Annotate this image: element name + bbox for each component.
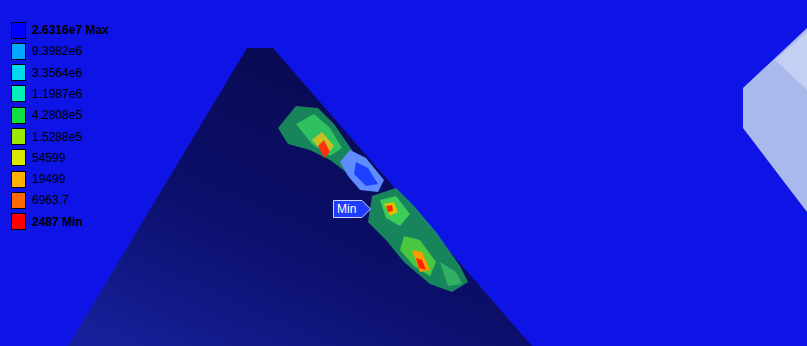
legend-swatch bbox=[11, 64, 26, 81]
legend-value: 2.6316e7 Max bbox=[32, 23, 109, 37]
legend-swatch bbox=[11, 107, 26, 124]
legend-value: 6963.7 bbox=[32, 193, 69, 207]
legend-row: 1.5288e5 bbox=[11, 127, 82, 147]
legend-value: 4.2808e5 bbox=[32, 108, 82, 122]
legend-swatch bbox=[11, 171, 26, 188]
legend-row: 2.6316e7 Max bbox=[11, 20, 109, 40]
legend-swatch bbox=[11, 43, 26, 60]
legend-row: 6963.7 bbox=[11, 190, 69, 210]
legend-swatch bbox=[11, 128, 26, 145]
legend-value: 9.3982e6 bbox=[32, 44, 82, 58]
legend-swatch bbox=[11, 192, 26, 209]
legend-value: 1.5288e5 bbox=[32, 130, 82, 144]
side-face bbox=[743, 28, 807, 212]
legend-row: 19499 bbox=[11, 169, 65, 189]
legend-swatch bbox=[11, 22, 26, 39]
legend-value: 3.3564e6 bbox=[32, 66, 82, 80]
legend-swatch bbox=[11, 213, 26, 230]
side-face-highlight bbox=[775, 32, 807, 90]
legend-swatch bbox=[11, 85, 26, 102]
legend-swatch bbox=[11, 149, 26, 166]
legend-row: 9.3982e6 bbox=[11, 41, 82, 61]
legend-value: 1.1987e6 bbox=[32, 87, 82, 101]
legend-value: 2487 Min bbox=[32, 215, 83, 229]
legend-row: 2487 Min bbox=[11, 212, 83, 232]
probe-flag: Min bbox=[333, 200, 371, 218]
flag-outline bbox=[334, 201, 371, 218]
legend-row: 3.3564e6 bbox=[11, 63, 82, 83]
legend-row: 4.2808e5 bbox=[11, 105, 82, 125]
legend-value: 54599 bbox=[32, 151, 65, 165]
contour-patches bbox=[278, 106, 468, 292]
probe-label: Min bbox=[333, 200, 371, 218]
legend-value: 19499 bbox=[32, 172, 65, 186]
cone-body bbox=[68, 48, 532, 346]
legend-row: 1.1987e6 bbox=[11, 84, 82, 104]
legend-row: 54599 bbox=[11, 148, 65, 168]
